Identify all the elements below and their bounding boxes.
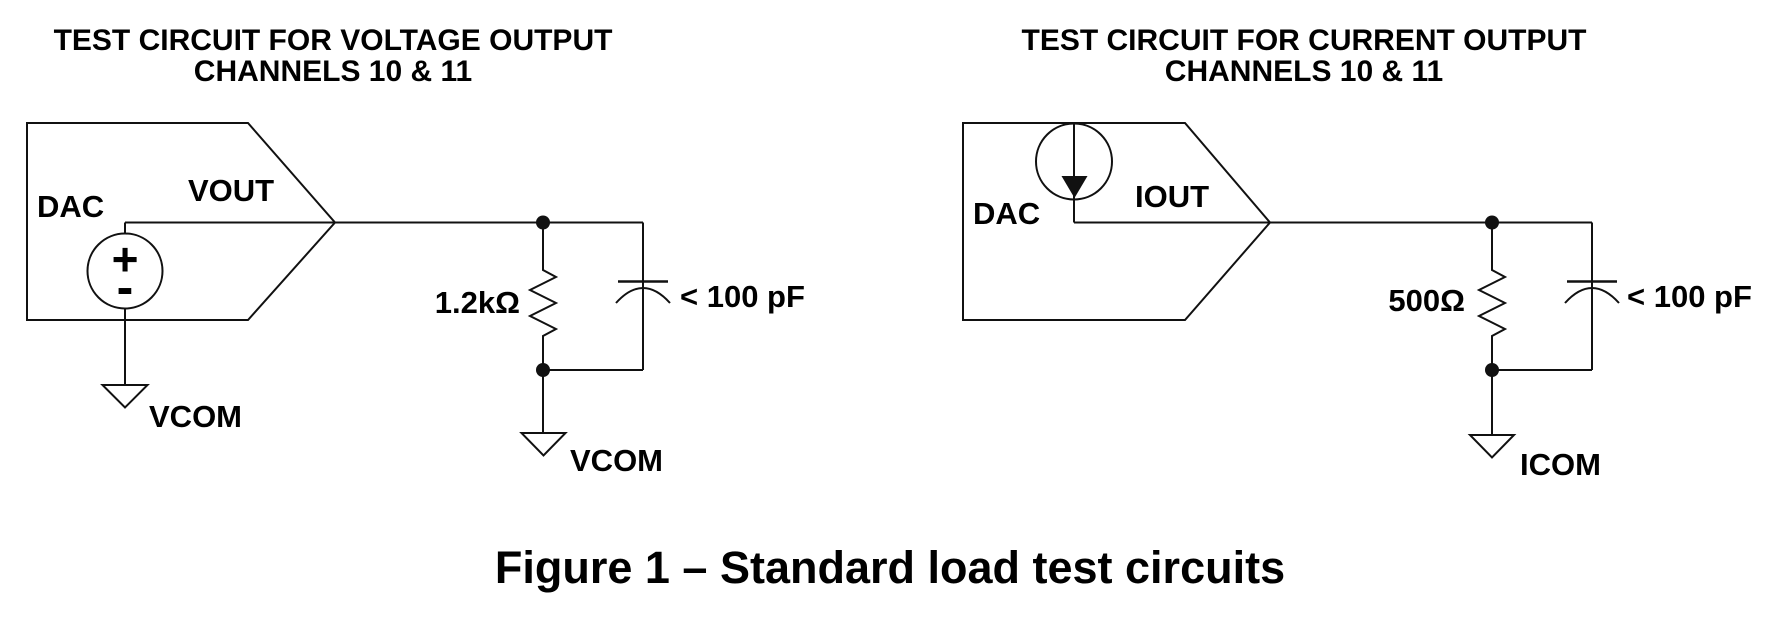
resistor-value-label: 500Ω [1388, 283, 1465, 318]
vout-label: VOUT [188, 173, 274, 208]
current-circuit-title-line1: TEST CIRCUIT FOR CURRENT OUTPUT [1022, 24, 1587, 57]
capacitor-value-label: < 100 pF [1627, 279, 1752, 314]
dac-block-outline [962, 122, 1272, 321]
load-resistor-icon [1476, 222, 1508, 370]
dac-block-label: DAC [37, 189, 104, 224]
icom-ground-icon [1467, 434, 1517, 459]
figure-caption: Figure 1 – Standard load test circuits [495, 542, 1285, 593]
iout-label: IOUT [1135, 179, 1209, 214]
plus-polarity-icon: + [112, 233, 139, 285]
voltage-circuit-title-line2: CHANNELS 10 & 11 [194, 55, 472, 88]
capacitor-value-label: < 100 pF [680, 279, 805, 314]
current-circuit-title-line2: CHANNELS 10 & 11 [1165, 55, 1443, 88]
vcom-load-ground-icon [519, 432, 568, 457]
vcom-ground-icon [100, 384, 150, 409]
load-resistor-icon [527, 222, 559, 370]
icom-label: ICOM [1520, 447, 1601, 482]
dac-block-outline [26, 122, 337, 321]
current-arrow-icon [1061, 176, 1088, 198]
voltage-test-circuit: TEST CIRCUIT FOR VOLTAGE OUTPUT CHANNELS… [26, 24, 805, 478]
vcom-dac-label: VCOM [149, 399, 242, 434]
dac-block-label: DAC [973, 196, 1040, 231]
voltage-circuit-title-line1: TEST CIRCUIT FOR VOLTAGE OUTPUT [54, 24, 613, 57]
minus-polarity-icon: - [117, 259, 134, 315]
vcom-load-label: VCOM [570, 443, 663, 478]
resistor-value-label: 1.2kΩ [435, 285, 520, 320]
current-test-circuit: TEST CIRCUIT FOR CURRENT OUTPUT CHANNELS… [962, 24, 1752, 482]
